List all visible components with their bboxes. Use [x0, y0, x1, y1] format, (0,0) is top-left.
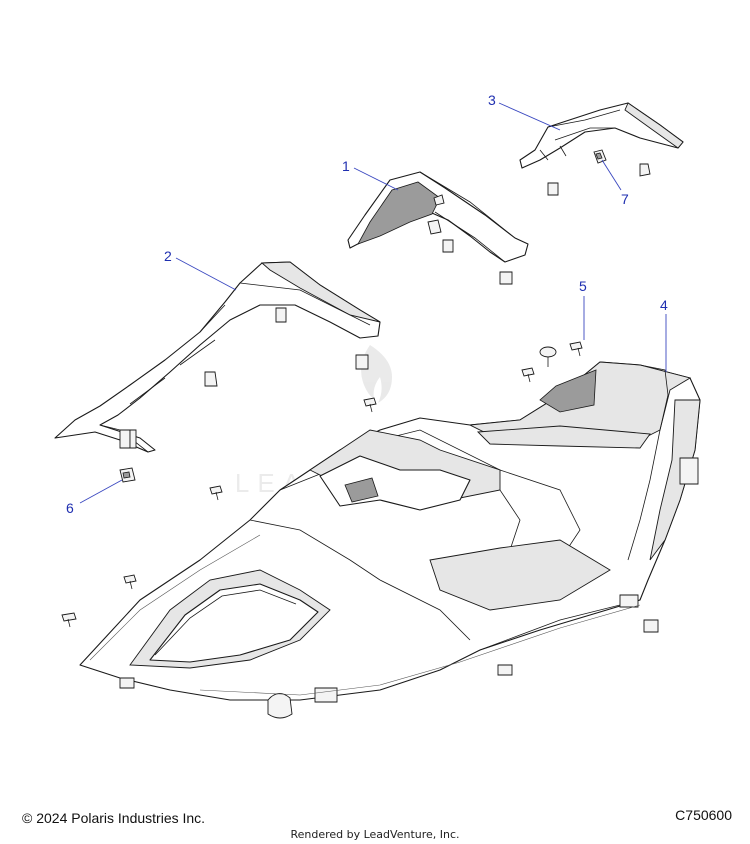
callout-4: 4	[660, 297, 668, 313]
clips-part-7	[547, 149, 651, 196]
part-2-cover	[54, 261, 381, 453]
fasteners-part-5	[61, 341, 583, 628]
leader-1	[353, 167, 399, 191]
copyright-text: © 2024 Polaris Industries Inc.	[22, 810, 206, 826]
figure-code: C750600	[675, 807, 732, 823]
callout-6: 6	[66, 500, 74, 516]
part-4-body	[79, 361, 701, 719]
callout-5: 5	[579, 278, 587, 294]
callout-2: 2	[164, 248, 172, 264]
callout-1: 1	[342, 158, 350, 174]
leader-3	[498, 102, 561, 131]
clip-part-6	[119, 467, 136, 483]
callout-3: 3	[488, 92, 496, 108]
part-3-cover	[519, 102, 684, 169]
flame-logo-icon	[361, 345, 392, 403]
leader-2	[175, 257, 237, 291]
leader-lines	[79, 102, 667, 504]
rendered-by-text: Rendered by LeadVenture, Inc.	[290, 828, 460, 841]
leader-6	[79, 479, 123, 504]
part-1-cover	[347, 171, 529, 285]
leader-7	[601, 159, 622, 191]
callout-7: 7	[621, 191, 629, 207]
